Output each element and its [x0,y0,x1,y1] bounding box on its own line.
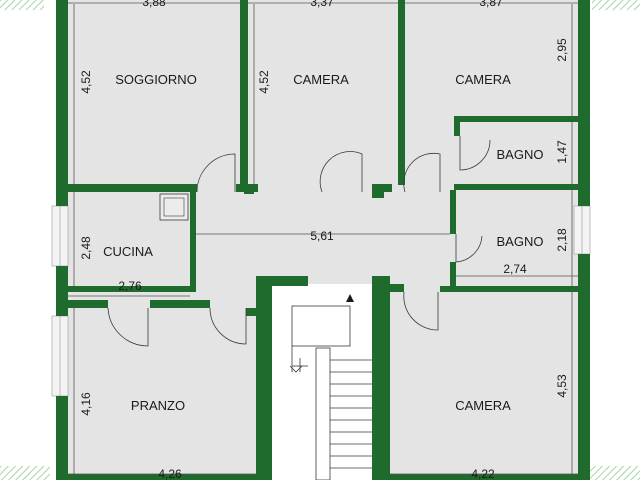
outside-hatch-bottom-left [0,466,50,480]
room-label-pranzo: PRANZO [131,398,185,413]
dim-cucina-width: 2,76 [118,279,142,293]
cucina-sink-icon [159,193,189,221]
room-label-camera-3: CAMERA [455,398,511,413]
dim-camera2-width: 3,87 [479,0,503,9]
north-arrow-icon [346,294,354,302]
dim-soggiorno-width: 3,88 [142,0,166,9]
stairwell [262,284,376,480]
dimension-lines [68,2,578,475]
dim-cucina-height: 2,48 [79,236,93,260]
dim-camera3-width: 4,22 [471,467,495,480]
dim-camera3-height: 4,53 [555,374,569,398]
dim-camera1-width: 3,37 [310,0,334,9]
room-label-cucina: CUCINA [103,244,153,259]
doors [107,136,491,347]
dim-soggiorno-height: 4,52 [79,70,93,94]
room-label-soggiorno: SOGGIORNO [115,72,197,87]
outside-hatch-bottom-right [590,466,640,480]
stair-drawing [289,305,372,480]
dim-pranzo-height: 4,16 [79,392,93,416]
outside-hatch-top-right [592,0,640,10]
room-label-bagno-1: BAGNO [497,147,544,162]
room-label-bagno-2: BAGNO [497,234,544,249]
dim-camera1-height: 4,52 [257,70,271,94]
room-label-camera-2: CAMERA [455,72,511,87]
walls [56,0,590,480]
dim-bagno1-height: 1,47 [555,140,569,164]
dim-pranzo-width: 4,26 [158,467,182,480]
room-label-camera-1: CAMERA [293,72,349,87]
dim-corridor-width: 5,61 [310,229,334,243]
dim-bagno2-height: 2,18 [555,228,569,252]
dim-bagno2-width: 2,74 [503,262,527,276]
dim-camera2-height: 2,95 [555,38,569,62]
outside-hatch-top-left [0,0,44,10]
